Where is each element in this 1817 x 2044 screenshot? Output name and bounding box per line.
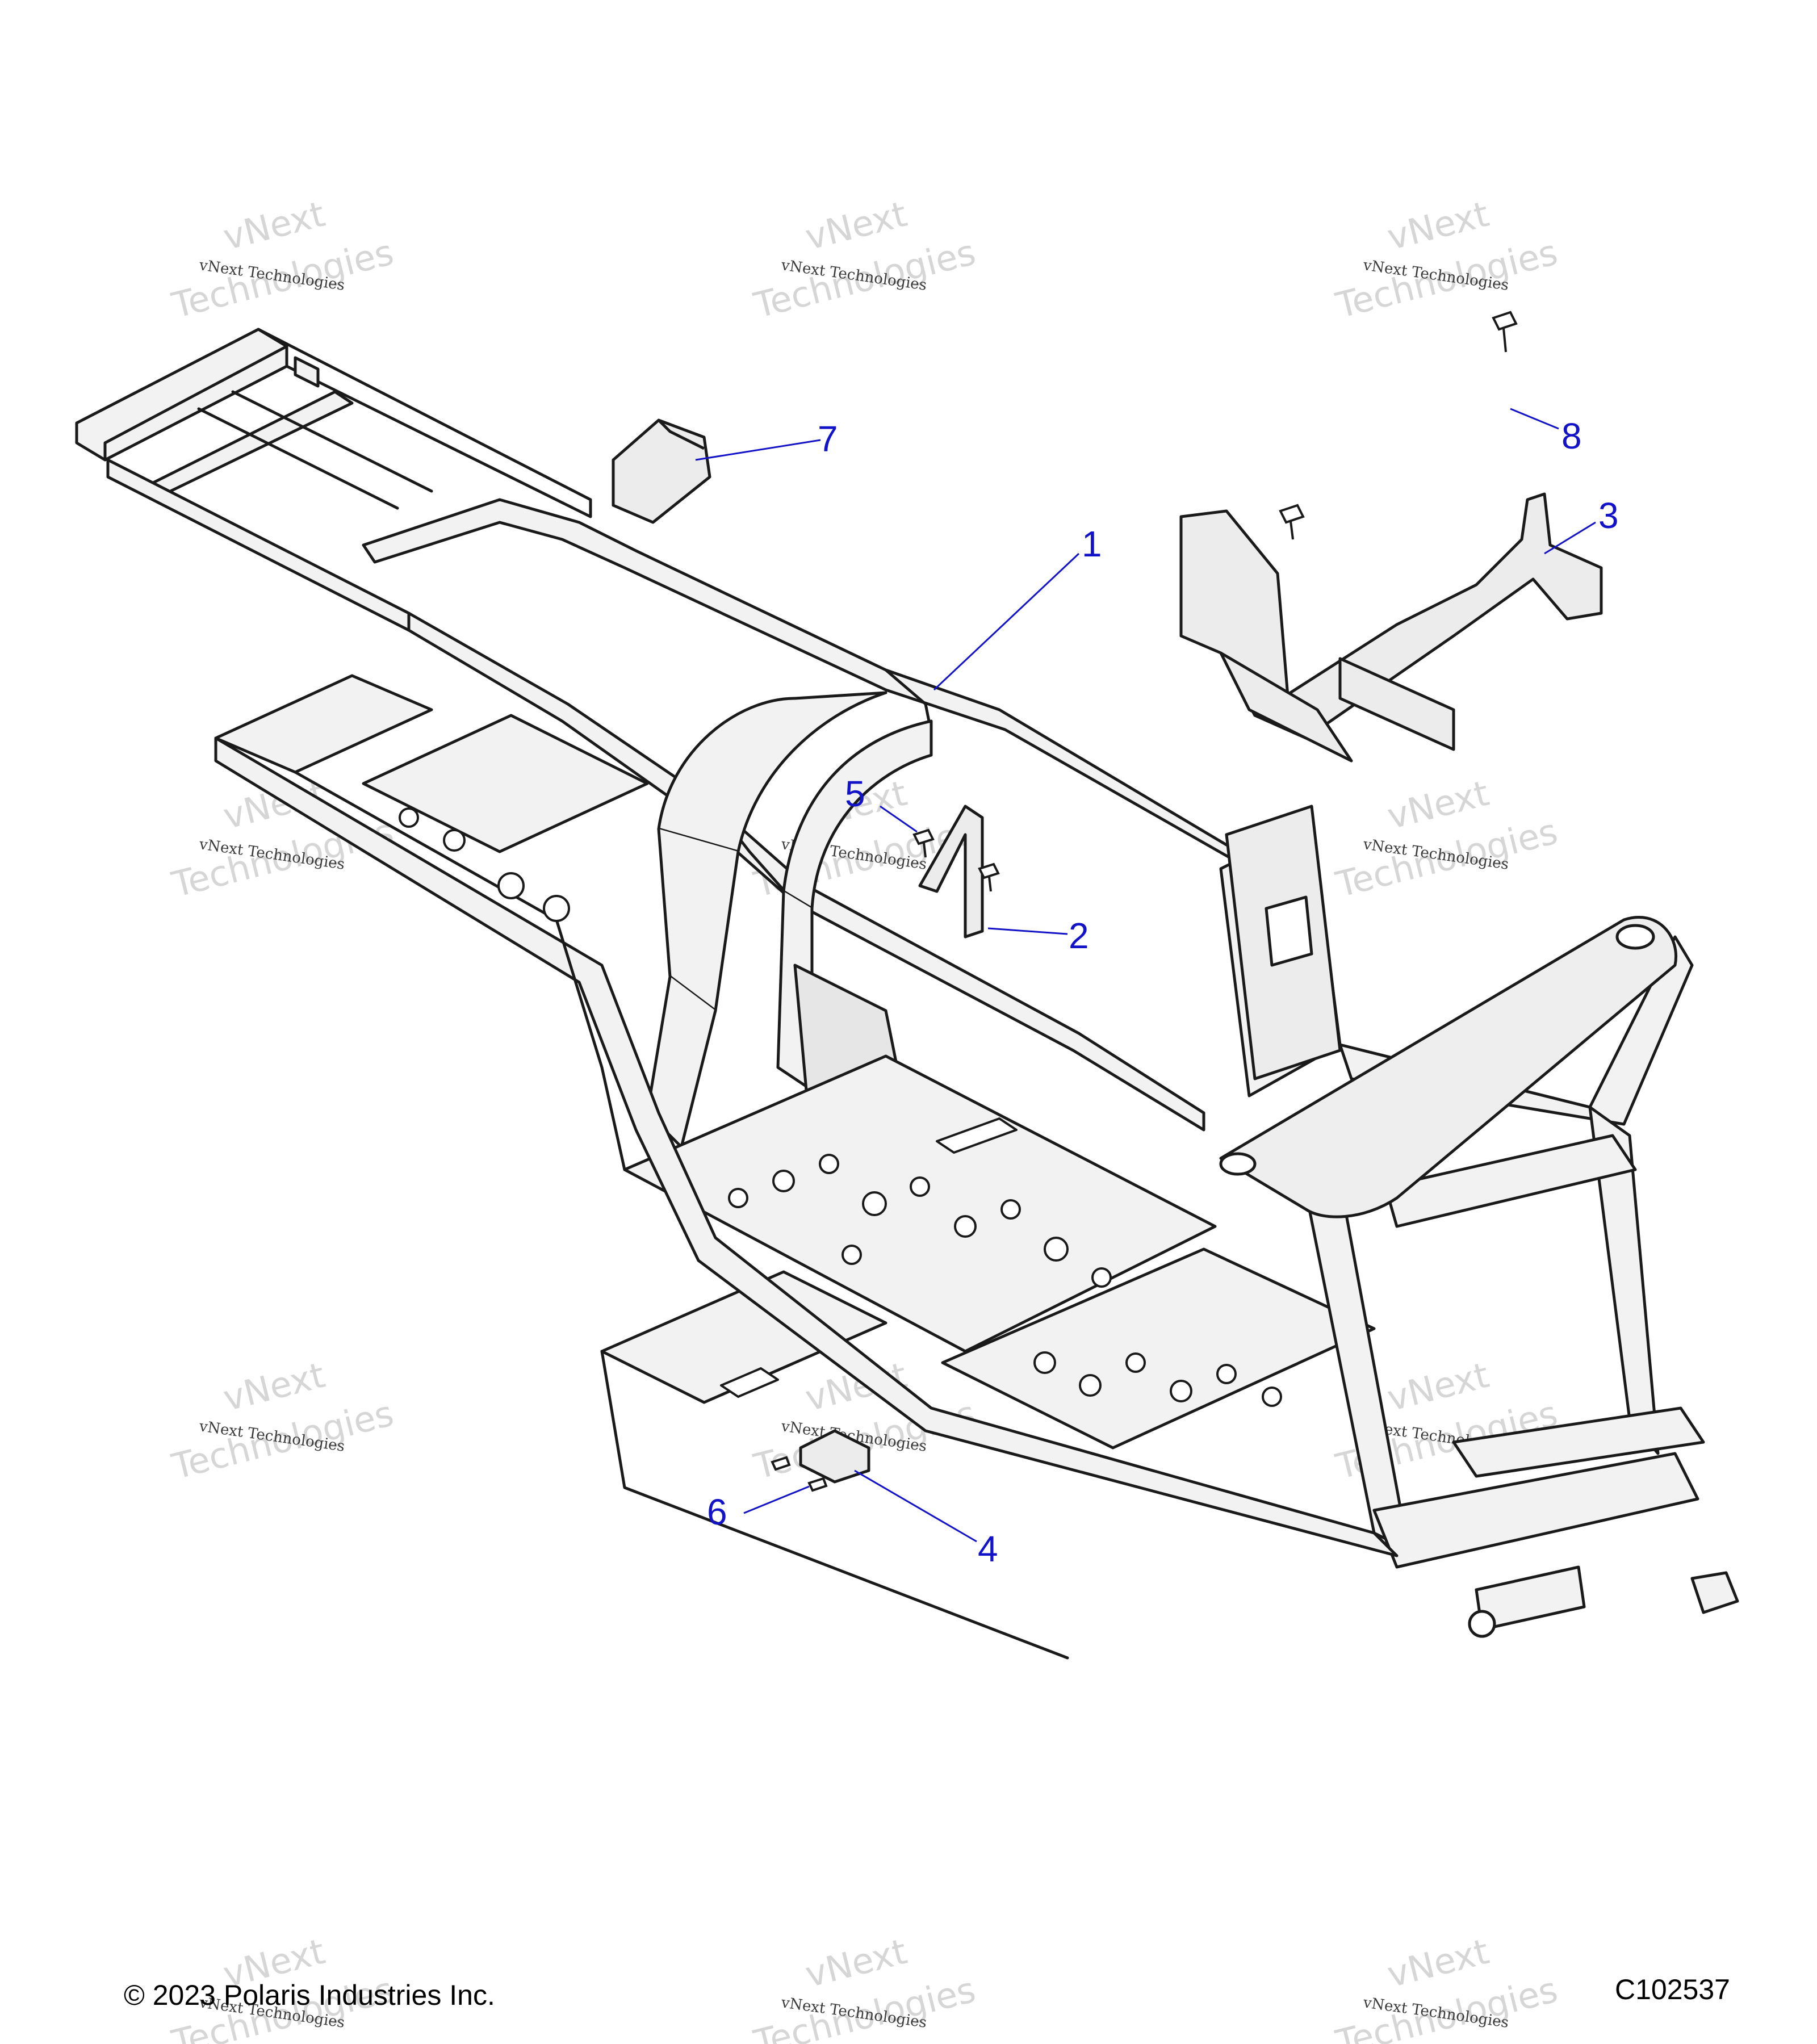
part-2-strap-bracket [918, 805, 984, 939]
figure-id: C102537 [1615, 1974, 1730, 2005]
callout-2: 2 [1069, 915, 1089, 956]
center-arch [646, 691, 933, 1149]
bolt-6a-icon [771, 1456, 791, 1471]
watermark-big-1: vNext [801, 1930, 911, 1996]
floor-holes [399, 807, 1282, 1407]
watermark-big-1: vNext [219, 193, 329, 258]
part-7-bracket [612, 418, 711, 524]
part-4-bracket [799, 1429, 870, 1484]
callout-1: 1 [1082, 523, 1102, 564]
copyright-notice: © 2023 Polaris Industries Inc. [124, 1979, 495, 2011]
lower-rails [214, 736, 1399, 1660]
bolt-5b-icon [978, 862, 1000, 892]
callout-4: 4 [978, 1528, 998, 1569]
bolt-3-icon [1279, 504, 1305, 540]
front-pod [1219, 916, 1677, 1218]
front-hitch [1468, 1571, 1739, 1638]
watermark-big-1: vNext [1383, 1930, 1493, 1996]
callout-7: 7 [818, 418, 838, 459]
floor-pans [214, 674, 1376, 1450]
frame-assembly [75, 328, 1739, 1660]
bolt-8-icon [1492, 311, 1518, 353]
watermark-big-1: vNext [801, 193, 911, 258]
callout-6: 6 [707, 1492, 727, 1532]
callout-8: 8 [1561, 416, 1582, 456]
watermark-big-1: vNext [1383, 193, 1493, 258]
fasteners [771, 311, 1518, 1492]
bolt-5a-icon [912, 828, 935, 858]
callout-3: 3 [1598, 495, 1619, 536]
part-3-skid-shield [1179, 492, 1603, 763]
callout-5: 5 [845, 773, 865, 814]
watermark-big-1: vNext [1383, 772, 1493, 837]
callout-labels: 1 2 3 4 5 6 7 8 [707, 416, 1619, 1569]
watermark-big-1: vNext [219, 1354, 329, 1419]
callout-leaders [695, 408, 1596, 1543]
front-gusset-plate [1225, 805, 1342, 1080]
bolt-6b-icon [807, 1477, 828, 1492]
rear-rack [75, 328, 592, 632]
watermark-big-1: vNext [1383, 1354, 1493, 1419]
